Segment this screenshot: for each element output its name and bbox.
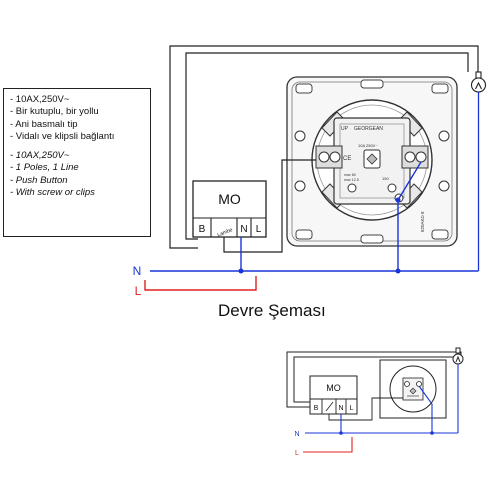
terminal-b: B [199, 224, 206, 235]
spec-tr-line-1: - 10AX,250V~ [10, 94, 70, 105]
mini-diagram: MO B N L N L [286, 347, 464, 457]
live-wire [144, 276, 257, 291]
spec-box: - 10AX,250V~ - Bir kutuplu, bir yollu - … [3, 88, 151, 237]
spec-en-line-4: - With screw or clips [10, 187, 95, 199]
spec-en-line-3: - Push Button [10, 174, 68, 186]
module-label: MO [218, 191, 241, 207]
spec-en-line-1: - 10AX,250V~ [10, 150, 70, 162]
device-neutral-dot [395, 197, 401, 203]
terminal-lambe: Lambe [217, 227, 234, 239]
device-ce-mark: CE [343, 156, 351, 162]
spec-en-line-2: - 1 Poles, 1 Line [10, 162, 79, 174]
mini-terminal-b: B [314, 405, 319, 412]
device-small-text-1: max 60 [344, 173, 356, 177]
neutral-junction-dot-2 [395, 268, 401, 274]
mini-lamp-icon [452, 347, 464, 365]
lamp-icon [470, 71, 487, 93]
device-code: 150 [382, 176, 389, 181]
neutral-label: N [133, 264, 142, 278]
device-brand: GEORGEAN [354, 126, 383, 132]
lamp-feed-wires [169, 45, 479, 249]
mo-module: MO B Lambe N L [192, 180, 267, 239]
mini-module-label: MO [326, 383, 341, 393]
diagram-title: Devre Şeması [218, 301, 326, 320]
mini-terminal-n: N [338, 405, 343, 412]
device-side-code: 820AKD 8 [420, 211, 425, 232]
spec-divider [10, 143, 150, 150]
device-small-text-2: max 12.5 [344, 178, 359, 182]
mini-terminal-l: L [350, 405, 354, 412]
mini-live-label: L [295, 450, 299, 457]
terminal-l: L [256, 224, 262, 235]
live-label: L [135, 284, 142, 298]
spec-tr-line-4: - Vidalı ve klipsli bağlantı [10, 130, 115, 142]
neutral-junction-dot [238, 268, 244, 274]
terminal-n: N [240, 224, 247, 235]
mini-neutral-label: N [294, 431, 299, 438]
spec-tr-line-3: - Ani basmalı tip [10, 118, 78, 130]
module-to-device-wires [223, 159, 316, 253]
switch-mechanism: UP GEORGEAN CE 10A 250V~ max 60 max 12.5… [286, 76, 458, 247]
spec-tr-line-2: - Bir kutuplu, bir yollu [10, 106, 99, 118]
device-rating: 10A 250V~ [358, 143, 378, 148]
device-top-mark: UP [341, 126, 349, 132]
